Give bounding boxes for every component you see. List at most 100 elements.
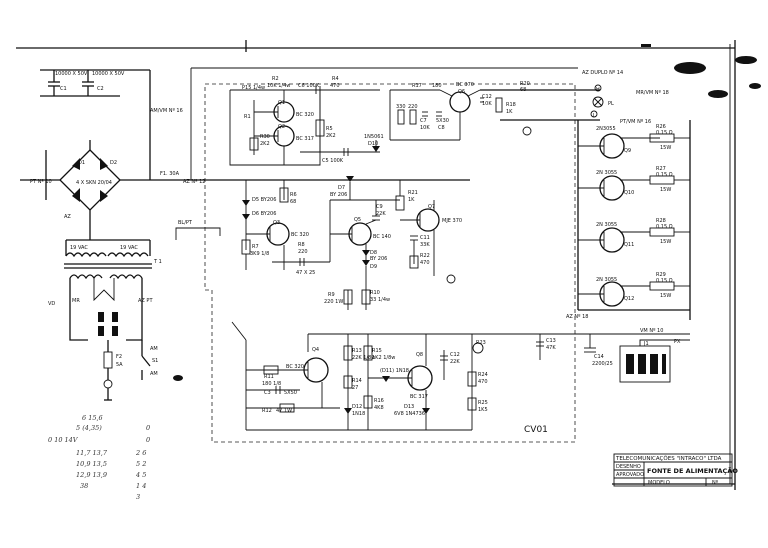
number-label: Nº [712, 480, 719, 486]
c13-value: 47K [546, 345, 556, 351]
q6-label: Q6 [458, 89, 465, 95]
r20-label: R20 [520, 81, 530, 87]
handwritten-notes: 6 15,6 5 (4,35) 0 10 14V 11,7 13,7 10,9 … [48, 414, 150, 501]
r20-value: 68 [520, 87, 526, 93]
r10-value: 33 1/4w [370, 297, 390, 303]
r26-value: 0,15 Ω [656, 130, 673, 136]
r11-value: 180 1/8 [262, 381, 281, 387]
r2-value: 10K 1/4w [267, 83, 290, 89]
q8-type: BC 317 [410, 394, 428, 400]
r4-label: R4 [332, 76, 339, 82]
c5-label: C5 100K [322, 158, 344, 164]
q6-block [389, 89, 600, 141]
r6-value: 68 [290, 199, 296, 205]
d1-label: D1 [78, 160, 85, 166]
az-duplo-label: AZ DUPLO Nº 14 [582, 70, 623, 76]
r5-value: 2K2 [326, 133, 336, 139]
title-block [613, 453, 733, 487]
r10-label: R10 [370, 290, 380, 296]
c11-value: 33K [420, 242, 430, 248]
r17-value: 180 [432, 83, 442, 89]
q3-label: Q3 [273, 220, 280, 226]
c4-value: 47 X 25 [296, 270, 315, 276]
d10-type: 1N5061 [364, 134, 384, 140]
px-label: PX [674, 339, 681, 345]
r29-label: R29 [656, 272, 666, 278]
q10-type: 2N 3055 [596, 170, 617, 176]
c8-value: 5X30 [436, 118, 449, 124]
r14-value: 27 [352, 385, 358, 391]
c12b-value: 22K [450, 359, 460, 365]
r14-label: R14 [352, 378, 362, 384]
i-label: I [593, 113, 594, 119]
c3-value: 5X50 [284, 390, 297, 396]
company-name: TELECOMUNICAÇÕES "INTRACO" LTDA [615, 455, 722, 462]
r7-value: 3K9 1/8 [250, 251, 269, 257]
q7-type: MJE 370 [442, 218, 462, 224]
c3-label: C3 [264, 390, 271, 396]
d6-label: D6 BY206 [252, 211, 276, 217]
r13-label: R13 [352, 348, 362, 354]
vd-label: VD [48, 301, 55, 307]
q2-type: BC 317 [296, 136, 314, 142]
r24-label: R24 [478, 372, 488, 378]
am-vm-label: AM/VM Nº 16 [150, 108, 183, 114]
r13-value: 22K 1/8w [352, 355, 375, 361]
bl-pt-label: BL/PT [178, 220, 193, 226]
input-capacitors [40, 69, 151, 180]
q11-label: Q11 [624, 242, 634, 248]
q5-label: Q5 [354, 217, 361, 223]
d13-value: 6V8 1N4736 [394, 411, 425, 417]
az-12-label: AZ Nº 12 [183, 179, 205, 185]
tr-right-label: 19 VAC [120, 245, 138, 251]
sheet-border [16, 40, 736, 490]
r30-value: 2K2 [260, 141, 270, 147]
note-1: 6 15,6 [82, 414, 103, 422]
r8-value: 220 [298, 249, 308, 255]
c1-label: C1 [60, 86, 67, 92]
c8-label: C8 [438, 125, 445, 131]
q3-type: BC 320 [291, 232, 309, 238]
d12-label: D12 [352, 404, 362, 410]
q1-q2-block [229, 86, 380, 166]
note-3: 0 10 14V [48, 436, 79, 444]
am-label: AM [150, 346, 158, 352]
pilot-lamp [590, 84, 604, 118]
r16b-label: R16 [374, 398, 384, 404]
d11-label: (D11) 1N18 [380, 368, 409, 374]
pass-transistors [577, 120, 691, 320]
c6-label: C6 100K [298, 83, 320, 89]
note-r4: 5 2 [136, 460, 146, 468]
f1-label: F1. 30A [160, 171, 180, 177]
r15b-value: 330 [396, 104, 406, 110]
r28-value: 0,15 Ω [656, 224, 673, 230]
r1-label: R1 [244, 114, 251, 120]
az-18-label: AZ Nº 18 [566, 314, 588, 320]
q7-label: Q7 [428, 204, 435, 210]
c12b-label: C12 [450, 352, 460, 358]
p15-label: P15 1/4w [242, 85, 265, 91]
q11-type: 2N 3055 [596, 222, 617, 228]
r4-value: 470 [330, 83, 340, 89]
r25-label: R25 [478, 400, 488, 406]
note-4: 11,7 13,7 [76, 449, 108, 457]
c12-label: C12 [482, 94, 492, 100]
d2-label: D2 [110, 160, 117, 166]
d13-label: D13 [404, 404, 414, 410]
board-outline [190, 67, 578, 443]
q9-label: Q9 [624, 148, 631, 154]
r24-value: 470 [478, 379, 488, 385]
desenho-label: DESENHO [616, 464, 641, 470]
d7-label: D7 [338, 185, 345, 191]
r5-label: R5 [326, 126, 333, 132]
r7-label: R7 [252, 244, 259, 250]
note-7: 38 [80, 482, 88, 490]
bl-pt-wire [175, 227, 221, 240]
r28-watt: 15W [660, 239, 671, 245]
c7-value: 10K [420, 125, 430, 131]
q4-label: Q4 [312, 347, 319, 353]
mr-label: MR [72, 298, 80, 304]
am2-label: AM [150, 371, 158, 377]
r23-label: R23 [476, 340, 486, 346]
